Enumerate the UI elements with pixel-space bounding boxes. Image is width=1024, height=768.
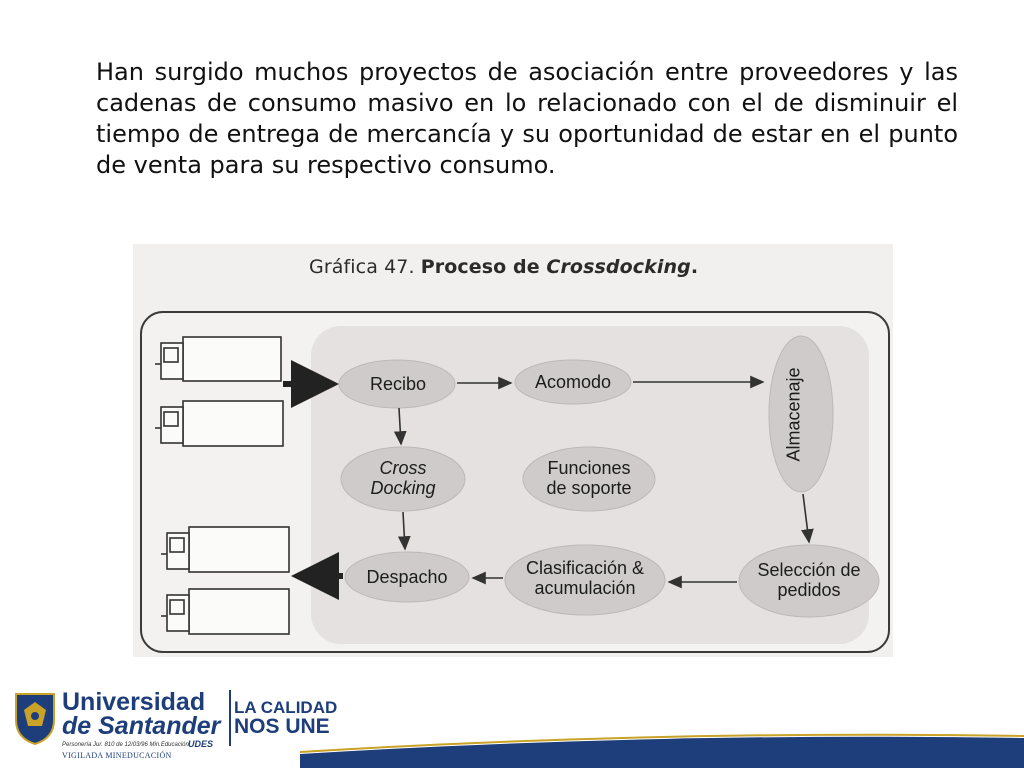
arrow-cross-despacho <box>397 511 411 551</box>
slogan: LA CALIDAD NOS UNE <box>234 698 338 738</box>
label-cross-line1: Cross <box>379 458 427 478</box>
university-line1: Universidad <box>62 688 206 716</box>
crossdocking-figure: Gráfica 47. Proceso de Crossdocking. Rec… <box>133 244 893 657</box>
label-seleccion-line2: pedidos <box>777 580 841 600</box>
body-paragraph: Han surgido muchos proyectos de asociaci… <box>96 58 958 179</box>
label-clasificacion-line2: acumulación <box>534 578 636 598</box>
label-despacho: Despacho <box>366 567 448 587</box>
label-funciones-line1: Funciones <box>547 458 631 478</box>
label-clasificacion-line1: Clasificación & <box>525 558 645 578</box>
figure-number: Gráfica 47. <box>309 256 415 278</box>
node-cross-docking <box>340 446 466 512</box>
node-recibo <box>338 359 456 409</box>
shield-icon <box>15 693 55 746</box>
figure-title: Gráfica 47. Proceso de Crossdocking. <box>309 256 698 278</box>
label-seleccion: Selección de pedidos <box>745 560 873 600</box>
node-acomodo <box>514 359 632 405</box>
udes-abbrev: UDES <box>188 739 214 749</box>
node-clasificacion <box>504 544 666 616</box>
incoming-truck-icon <box>155 336 284 447</box>
label-seleccion-line1: Selección de <box>757 560 861 580</box>
node-despacho <box>344 551 470 603</box>
label-acomodo: Acomodo <box>534 372 612 392</box>
footer-band <box>299 733 1024 768</box>
label-funciones-line2: de soporte <box>546 478 632 498</box>
node-almacenaje <box>768 335 834 493</box>
university-logo: Universidad de Santander LA CALIDAD NOS … <box>10 684 340 764</box>
node-seleccion <box>738 544 880 618</box>
university-line2: de Santander <box>62 712 221 740</box>
figure-name-suffix: . <box>690 256 699 278</box>
vigilada-label: VIGILADA MINEDUCACIÓN <box>62 751 172 760</box>
legal-text: Personería Jur. 810 de 12/03/96 Min.Educ… <box>62 742 189 748</box>
crossdocking-diagram <box>140 311 890 653</box>
label-cross-docking: Cross Docking <box>358 458 448 498</box>
label-funciones: Funciones de soporte <box>533 458 645 498</box>
label-almacenaje: Almacenaje <box>783 367 804 462</box>
figure-name-italic: Crossdocking <box>546 256 691 278</box>
figure-name-prefix: Proceso de <box>420 256 547 278</box>
label-cross-line2: Docking <box>370 478 436 498</box>
footer <box>0 668 1024 768</box>
slogan-line2: NOS UNE <box>234 715 330 738</box>
slogan-line1: LA CALIDAD <box>234 698 338 717</box>
node-funciones <box>522 446 656 512</box>
label-recibo: Recibo <box>369 374 427 394</box>
logo-divider <box>229 690 231 746</box>
arrow-almacenaje-seleccion <box>801 493 814 544</box>
university-name: Universidad de Santander <box>62 688 221 740</box>
arrow-recibo-cross <box>393 407 407 446</box>
label-clasificacion: Clasificación & acumulación <box>515 558 655 598</box>
outgoing-truck-icon <box>161 526 290 635</box>
